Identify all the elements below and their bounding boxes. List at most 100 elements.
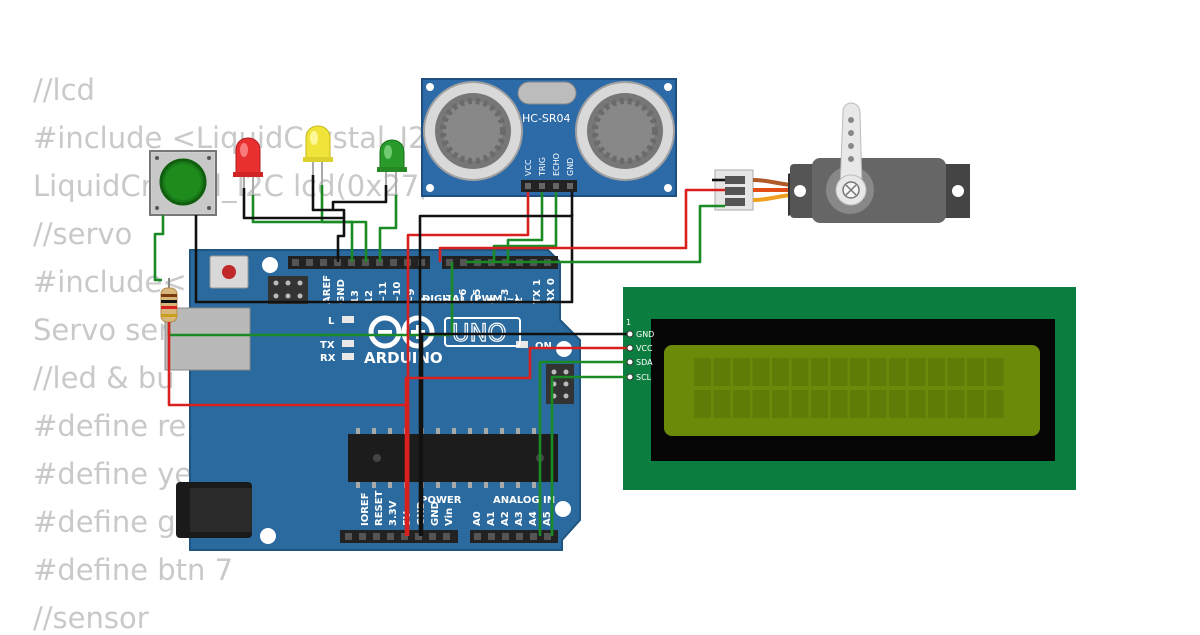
digital-pin-label: GND [336, 279, 347, 304]
wire-green [378, 195, 398, 262]
lcd-character-cells [694, 358, 1004, 418]
power-pin-label: Vin [444, 508, 455, 526]
wire-green [492, 192, 558, 262]
lcd-character-cell [908, 390, 926, 418]
lcd-pin-label: SDA [636, 358, 653, 367]
digital-pin-label: ~6 [458, 289, 469, 304]
power-pin-label: IOREF [360, 492, 371, 526]
wire-black [418, 214, 574, 536]
mounting-hole [555, 501, 571, 517]
analog-pin-label: A2 [500, 511, 511, 526]
lcd-character-cell [889, 358, 906, 386]
lcd-pin-labels: GND VCC SDA SCL [636, 330, 654, 382]
servo-motor[interactable] [714, 102, 970, 223]
mounting-hole [794, 185, 806, 197]
lcd-character-cell [791, 390, 809, 418]
led-rx-label: RX [320, 353, 336, 364]
lcd-character-cell [850, 358, 867, 386]
power-pin-label: GND [430, 501, 441, 526]
digital-pin-label: 12 [364, 290, 375, 304]
analog-header-label: ANALOG IN [493, 495, 555, 506]
mounting-hole [426, 184, 434, 192]
digital-pin-label: ~10 [392, 282, 403, 304]
wire-green [251, 195, 354, 262]
power-pin-label: 3.3V [388, 500, 399, 526]
power-jack [176, 482, 252, 538]
wire-black [311, 175, 346, 218]
analog-pin-label: A3 [514, 511, 525, 526]
reset-button-cap[interactable] [222, 265, 236, 279]
lcd-character-cell [986, 390, 1004, 418]
mounting-hole [664, 184, 672, 192]
lcd-character-cell [733, 358, 750, 386]
arduino-logo-icon [368, 315, 435, 349]
digital-pin-label: ~3 [500, 289, 511, 304]
crystal-oscillator [517, 81, 577, 105]
wire-green [466, 204, 725, 264]
wires [153, 175, 725, 536]
lcd-character-cell [772, 390, 789, 418]
lcd-character-cell [830, 358, 848, 386]
lcd-character-cell [928, 390, 945, 418]
lcd-character-cell [713, 358, 731, 386]
digital-pin-label: ~5 [472, 289, 483, 304]
led-green [377, 139, 407, 195]
digital-pin-label: AREF [322, 275, 333, 304]
digital-pin-label: 4 [486, 297, 497, 304]
lcd-character-cell [889, 390, 906, 418]
lcd-pin-dots [626, 330, 634, 381]
lcd-pin-label: GND [636, 330, 654, 339]
lcd-pin-label: VCC [636, 344, 653, 353]
sensor-pin-header [521, 180, 577, 192]
lcd-character-cell [752, 390, 770, 418]
digital-pin-label: RX 0 [546, 278, 557, 304]
led-red [233, 137, 263, 195]
wire-black [420, 332, 630, 536]
digital-pin-label: 2 [514, 297, 525, 304]
led-l [342, 316, 354, 323]
lcd-character-cell [752, 358, 770, 386]
lcd-character-cell [811, 390, 828, 418]
wire-black [242, 188, 346, 262]
wire-red [404, 346, 630, 536]
led-yellow [303, 125, 333, 185]
power-pin-label: RESET [374, 490, 385, 526]
digital-pin-label: 7 [444, 297, 455, 304]
wire-black [331, 185, 388, 210]
lcd-character-cell [713, 390, 731, 418]
digital-pin-label: TX 1 [532, 279, 543, 304]
lcd-pin-one-label: 1 [626, 318, 631, 327]
mounting-hole [262, 257, 278, 273]
mounting-hole [952, 185, 964, 197]
lcd-character-cell [811, 358, 828, 386]
digital-pin-label: ~9 [406, 289, 417, 304]
lcd-character-cell [850, 390, 867, 418]
usb-connector [164, 307, 251, 371]
lcd-pin-label: SCL [636, 373, 652, 382]
lcd-character-cell [967, 358, 984, 386]
digital-header-label: DIGITAL (PWM ~) [422, 294, 519, 305]
lcd-character-cell [947, 358, 965, 386]
led-tx-label: TX [320, 340, 335, 351]
icsp-header [268, 276, 308, 304]
lcd-character-cell [791, 358, 809, 386]
transducer-right [575, 81, 675, 181]
sensor-pin-label: ECHO [552, 153, 561, 176]
lcd-character-cell [908, 358, 926, 386]
lcd-character-cell [830, 390, 848, 418]
microcontroller-chip [348, 428, 558, 488]
led-tx [342, 340, 354, 347]
wire-green [538, 360, 630, 536]
analog-pin-label: A1 [486, 511, 497, 526]
sensor-pin-label: GND [566, 158, 575, 176]
lcd-1602-i2c-display[interactable]: 1 GND VCC SDA SCL [623, 287, 1076, 490]
led-l-label: L [328, 316, 335, 327]
lcd-character-cell [947, 390, 965, 418]
push-button[interactable] [149, 150, 217, 216]
led-on [516, 341, 528, 348]
